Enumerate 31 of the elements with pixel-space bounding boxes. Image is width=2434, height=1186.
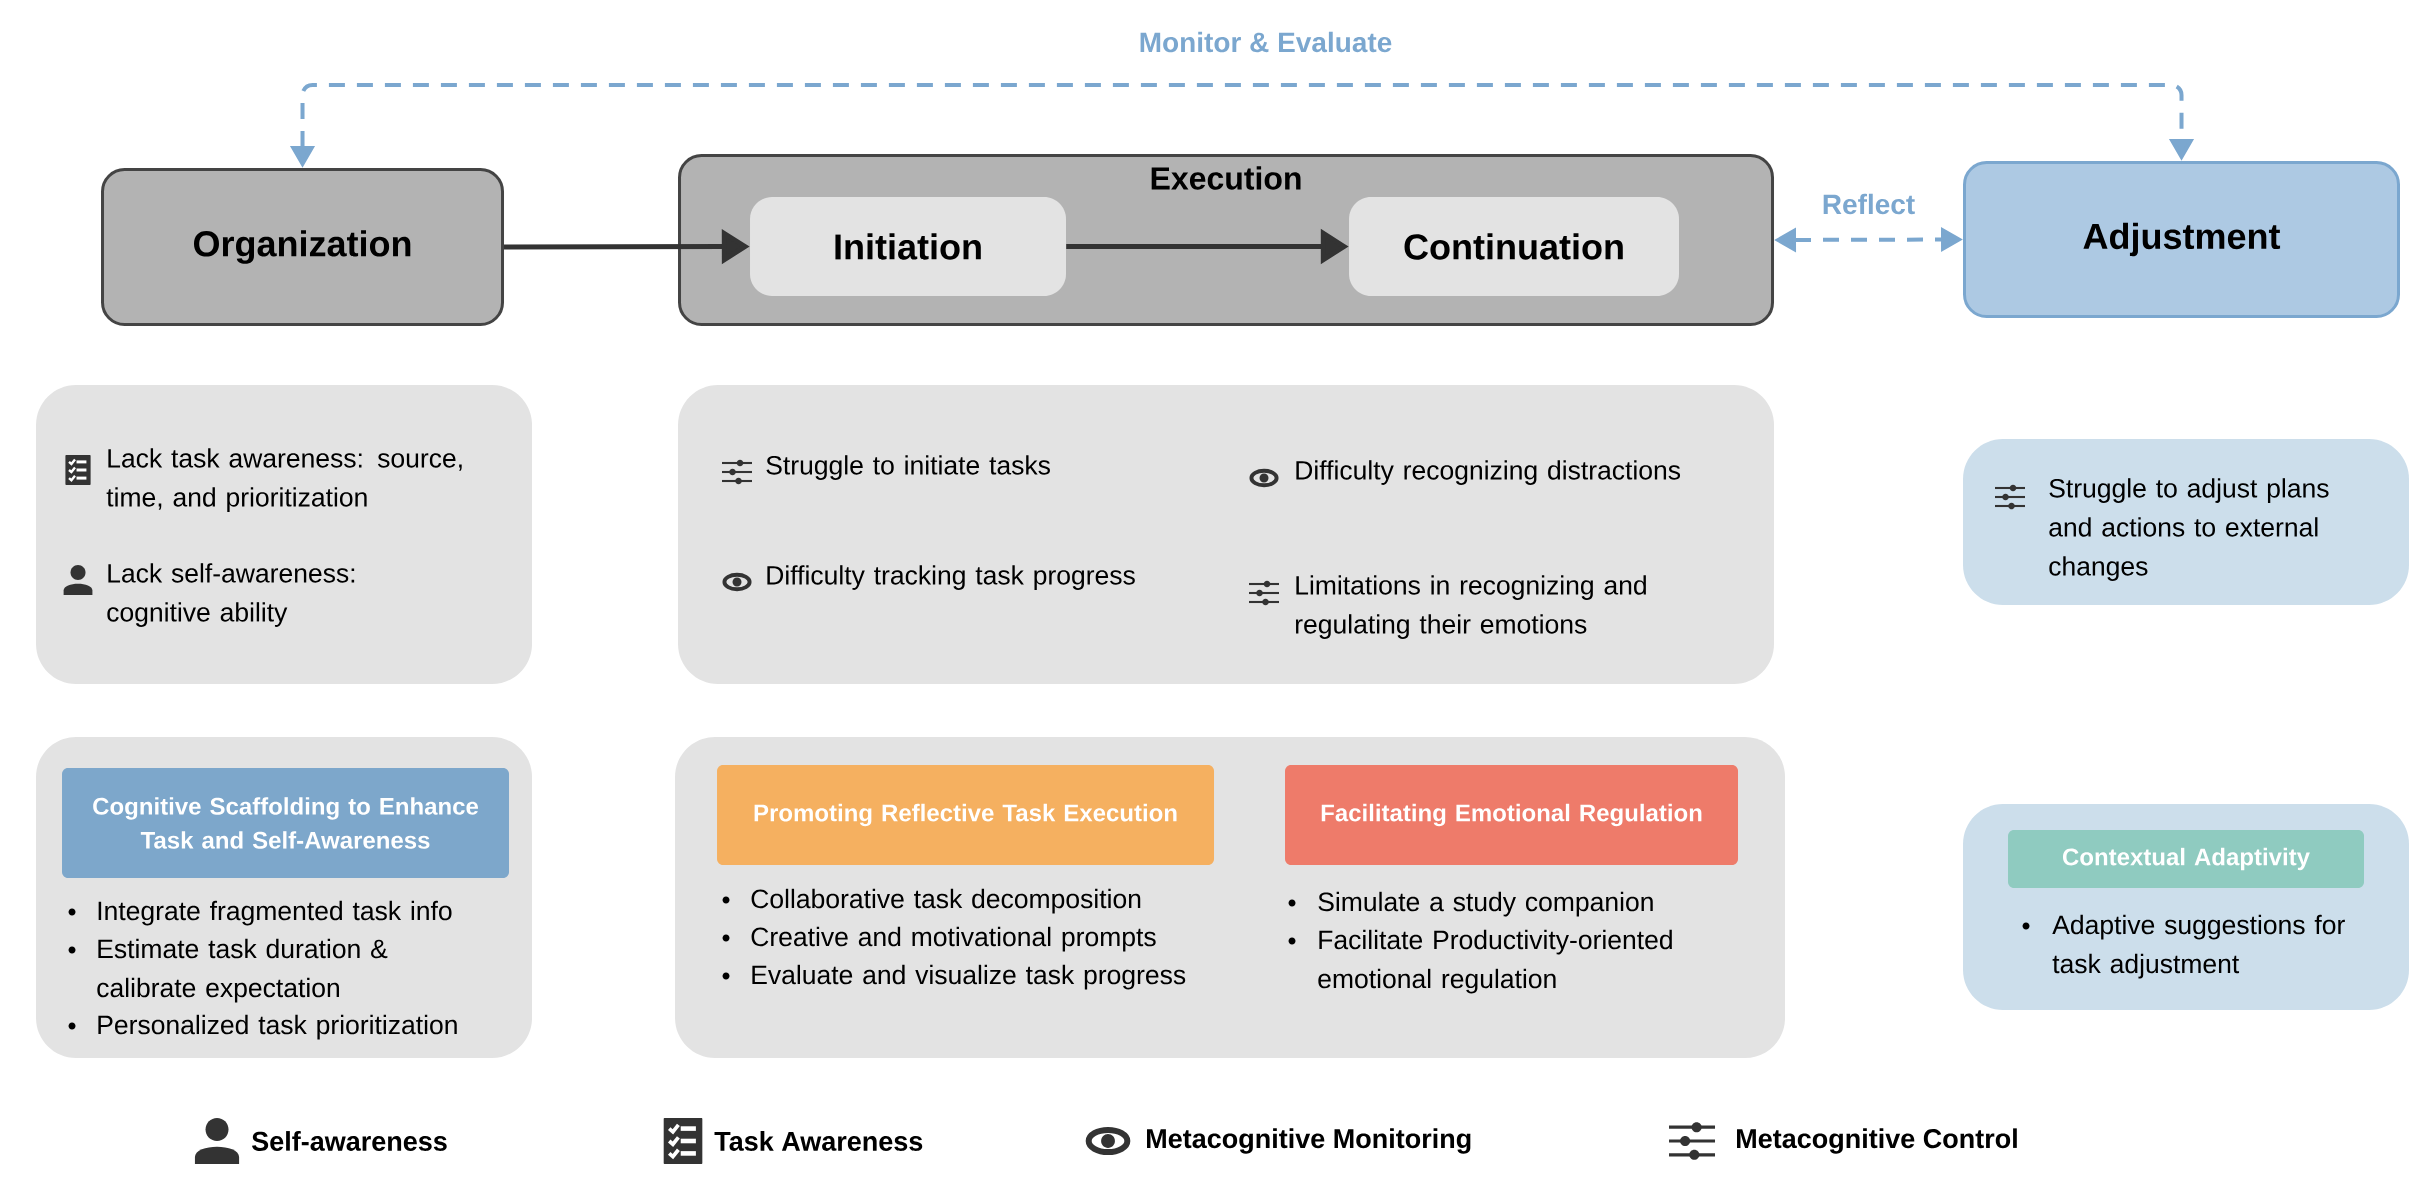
legend-text: Metacognitive Monitoring — [1147, 1128, 1471, 1154]
edge-label: Reflect — [1818, 190, 1919, 218]
header-box: Cognitive Scaffolding to Enhance Task and Self-Awareness — [62, 768, 509, 878]
stage-box: Initiation — [750, 197, 1066, 296]
bullet-text: Integrate fragmented task info — [98, 900, 452, 926]
bullet-text: Personalized task prioritization — [98, 1014, 457, 1040]
bullet-text: Simulate a study companion — [1318, 891, 1653, 917]
challenge-text: Lack task awareness: source, time, and prioritization — [106, 448, 462, 512]
bullet-text: Adaptive suggestions for task adjustment — [2052, 914, 2345, 979]
edge-label: Monitor & Evaluate — [1135, 28, 1396, 56]
challenge-text: Difficulty tracking task progress — [767, 565, 1135, 590]
legend-text: Self-awareness — [252, 1131, 447, 1151]
stage-box: Organization — [101, 168, 504, 326]
challenge-text: Limitations in recognizing and regulating their emotions — [1295, 575, 1646, 639]
header-box: Facilitating Emotional Regulation — [1285, 765, 1738, 865]
challenge-text: Struggle to adjust plans and actions to external changes — [2049, 478, 2329, 581]
bullet-text: Evaluate and visualize task progress — [752, 964, 1186, 990]
header-box: Contextual Adaptivity — [2008, 830, 2364, 888]
stage-box: Adjustment — [1963, 161, 2400, 318]
challenge-text: Difficulty recognizing distractions — [1296, 460, 1681, 485]
stage-box: Continuation — [1349, 197, 1679, 296]
legend-text: Metacognitive Control — [1737, 1128, 2017, 1154]
bullet-text: Collaborative task decomposition — [751, 888, 1141, 914]
challenge-text: Lack self-awareness: cognitive ability — [107, 563, 355, 627]
header-box: Promoting Reflective Task Execution — [717, 765, 1214, 865]
challenge-text: Struggle to initiate tasks — [766, 455, 1050, 480]
bullet-text: Creative and motivational prompts — [751, 926, 1156, 952]
bullet-text: Estimate task duration & calibrate expectation — [97, 938, 388, 1003]
group-title: Execution — [1151, 166, 1301, 190]
legend-text: Task Awareness — [714, 1131, 923, 1151]
bullet-text: Facilitate Productivity-oriented emotional regulation — [1318, 929, 1672, 994]
